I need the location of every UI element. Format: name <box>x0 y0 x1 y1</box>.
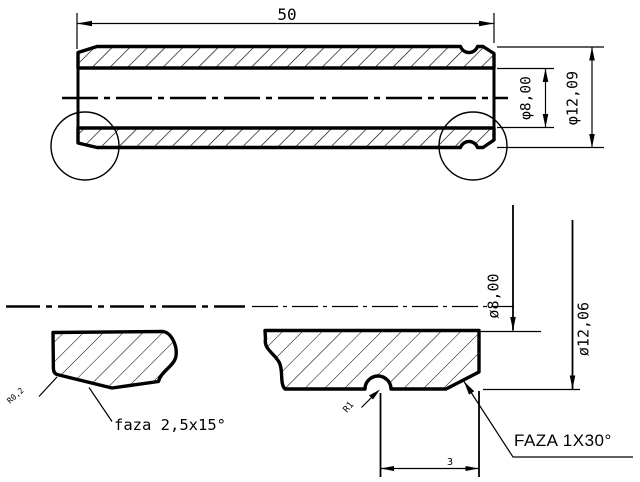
chamfer-leader-line <box>88 387 113 422</box>
arrowhead-down <box>510 317 516 331</box>
dimension-inner-diameter-top: φ8,00 <box>497 67 554 129</box>
radius-leader-line <box>38 376 58 397</box>
dimension-inner-diameter-detail: ø8,00 <box>480 205 541 333</box>
groove-radius-label: R1 <box>342 400 357 415</box>
dimension-length-50: 50 <box>76 5 495 49</box>
dimension-value: ø12,06 <box>575 302 593 356</box>
chamfer-callout: FAZA 1X30° <box>463 381 633 458</box>
arrowhead-down <box>589 134 595 148</box>
chamfer-arrowhead <box>464 381 475 395</box>
chamfer-label: faza 2,5x15° <box>114 416 226 434</box>
dimension-value: φ12,09 <box>564 71 582 125</box>
chamfer-label: FAZA 1X30° <box>514 431 612 450</box>
tube-upper-wall <box>76 44 496 70</box>
detail-circle-left <box>50 111 120 181</box>
arrowhead-up <box>542 68 549 82</box>
corner-radius-label: R0,2 <box>5 386 25 406</box>
arrowhead-right <box>465 466 479 471</box>
dimension-groove-position: 3 <box>379 391 480 477</box>
dimension-value: 50 <box>277 5 296 24</box>
arrowhead-left <box>77 20 92 27</box>
arrowhead-left <box>380 466 394 471</box>
groove-radius-arrowhead <box>369 389 380 400</box>
right-detail-shape <box>263 328 481 391</box>
right-end-detail-view: R1 3 FAZA 1X30° ø8,00 ø12,06 <box>263 205 633 477</box>
left-detail-shape <box>51 329 178 390</box>
dimension-value: φ8,00 <box>519 76 535 120</box>
detail-circle-right <box>438 111 508 181</box>
left-end-detail-view: R0,2 faza 2,5x15° <box>5 329 226 434</box>
dimension-value: 3 <box>447 457 453 468</box>
tube-section-view <box>50 44 508 181</box>
chamfer-leader-line <box>463 381 633 458</box>
arrowhead-up <box>589 47 595 61</box>
tube-lower-wall <box>76 126 496 150</box>
arrowhead-down <box>542 114 549 128</box>
arrowhead-right <box>479 20 494 27</box>
arrowhead-down <box>569 375 576 389</box>
dimension-outer-diameter-top: φ12,09 <box>497 46 604 149</box>
dimension-value: ø8,00 <box>485 273 503 318</box>
dimension-outer-diameter-detail: ø12,06 <box>483 220 593 391</box>
